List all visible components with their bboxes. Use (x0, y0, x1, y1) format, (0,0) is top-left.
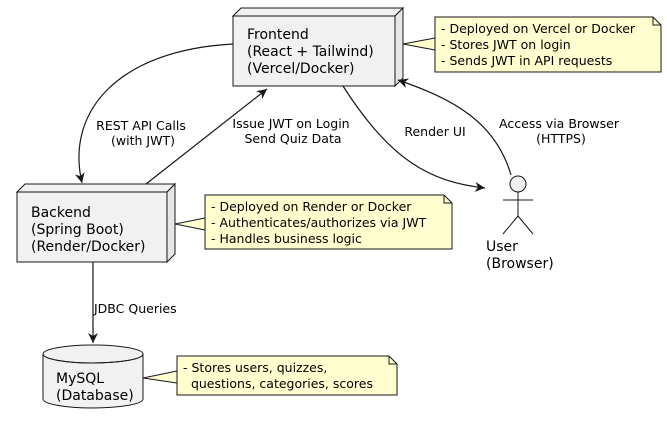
database-node: MySQL (Database) (42, 344, 144, 409)
frontend-note: - Deployed on Vercel or Docker - Stores … (402, 16, 662, 73)
edge-user-to-frontend: Access via Browser (HTTPS) (397, 78, 623, 176)
edge-label-render-ui: Render UI (404, 124, 465, 139)
frontend-note-text: - Deployed on Vercel or Docker - Stores … (441, 21, 639, 68)
frontend-label: Frontend (React + Tailwind) (Vercel/Dock… (247, 27, 378, 77)
backend-node: Backend (Spring Boot) (Render/Docker) (15, 182, 177, 264)
frontend-node: Frontend (React + Tailwind) (Vercel/Dock… (231, 6, 405, 88)
edge-backend-to-frontend: Issue JWT on Login Send Quiz Data (145, 88, 353, 185)
database-note: - Stores users, quizzes, questions, cate… (142, 355, 398, 396)
edge-frontend-to-backend: REST API Calls (with JWT) (74, 43, 234, 184)
backend-label: Backend (Spring Boot) (Render/Docker) (31, 205, 146, 255)
user-actor: User (Browser) (486, 175, 554, 272)
backend-note: - Deployed on Render or Docker - Authent… (174, 194, 453, 250)
backend-note-text: - Deployed on Render or Docker - Authent… (211, 199, 430, 246)
database-note-text: - Stores users, quizzes, questions, cate… (183, 360, 373, 391)
edge-label-rest-api: REST API Calls (with JWT) (96, 118, 190, 148)
edge-label-access-browser: Access via Browser (HTTPS) (499, 116, 623, 146)
edge-label-jdbc: JDBC Queries (93, 301, 177, 316)
edge-backend-to-database: JDBC Queries (88, 262, 177, 343)
edge-frontend-to-user: Render UI (342, 85, 486, 192)
database-label: MySQL (Database) (56, 371, 134, 404)
edge-label-issue-jwt: Issue JWT on Login Send Quiz Data (232, 116, 353, 146)
user-label: User (Browser) (486, 239, 554, 272)
